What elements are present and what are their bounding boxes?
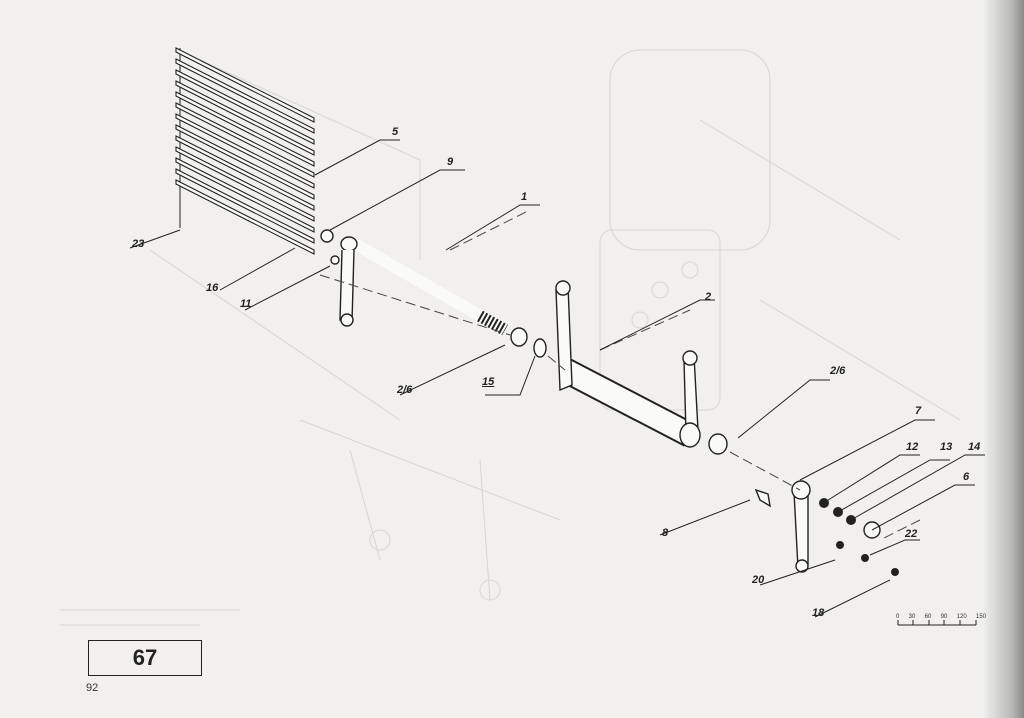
callout-8: 8 xyxy=(662,527,669,539)
bush-2-6-right xyxy=(708,433,728,455)
washer-15 xyxy=(533,338,547,358)
callout-5: 5 xyxy=(392,126,399,138)
slat xyxy=(175,157,315,233)
callout-6: 6 xyxy=(963,471,970,483)
slat xyxy=(175,102,315,178)
page-edge-shadow xyxy=(984,0,1024,718)
bush-2-6 xyxy=(510,327,528,347)
callout-7: 7 xyxy=(915,405,922,417)
callout-14: 14 xyxy=(968,441,981,453)
callout-23: 23 xyxy=(132,238,145,250)
scale-tick: 90 xyxy=(940,614,948,620)
lever-7 xyxy=(754,480,899,576)
callout-11: 11 xyxy=(240,298,252,310)
figure-number-box: 67 xyxy=(88,640,202,676)
slat xyxy=(175,113,315,189)
slat xyxy=(175,179,315,255)
callout-18: 18 xyxy=(812,607,825,619)
scale-bar xyxy=(897,620,977,626)
callout-1: 1 xyxy=(521,191,528,203)
slat xyxy=(175,47,315,123)
shaft-1 xyxy=(320,229,508,336)
slat xyxy=(175,146,315,222)
callout-16: 16 xyxy=(206,282,219,294)
scale-tick: 30 xyxy=(908,614,916,620)
callout-9: 9 xyxy=(447,156,454,168)
callout-12: 12 xyxy=(906,441,919,453)
callout-2-6-left: 2/6 xyxy=(397,384,413,396)
shaft-2 xyxy=(555,280,701,448)
slat xyxy=(175,58,315,134)
slat xyxy=(175,124,315,200)
figure-number: 67 xyxy=(132,645,158,670)
slat xyxy=(175,69,315,145)
slat xyxy=(175,80,315,156)
slat xyxy=(175,91,315,167)
slat-grid xyxy=(175,47,315,255)
callout-2: 2 xyxy=(705,291,712,303)
page-number: 92 xyxy=(86,682,99,694)
scale-bar-labels: 0 30 60 90 120 150 xyxy=(896,614,986,620)
callout-2-6-right: 2/6 xyxy=(830,365,846,377)
leader-lines xyxy=(129,139,985,618)
scale-tick: 0 xyxy=(896,614,900,620)
callout-20: 20 xyxy=(752,574,765,586)
scale-tick: 60 xyxy=(924,614,932,620)
scale-tick: 120 xyxy=(956,614,967,620)
scale-tick: 150 xyxy=(975,614,986,620)
slat xyxy=(175,168,315,244)
callout-22: 22 xyxy=(905,528,918,540)
callout-15: 15 xyxy=(482,376,495,388)
callout-13: 13 xyxy=(940,441,953,453)
slat xyxy=(175,135,315,211)
